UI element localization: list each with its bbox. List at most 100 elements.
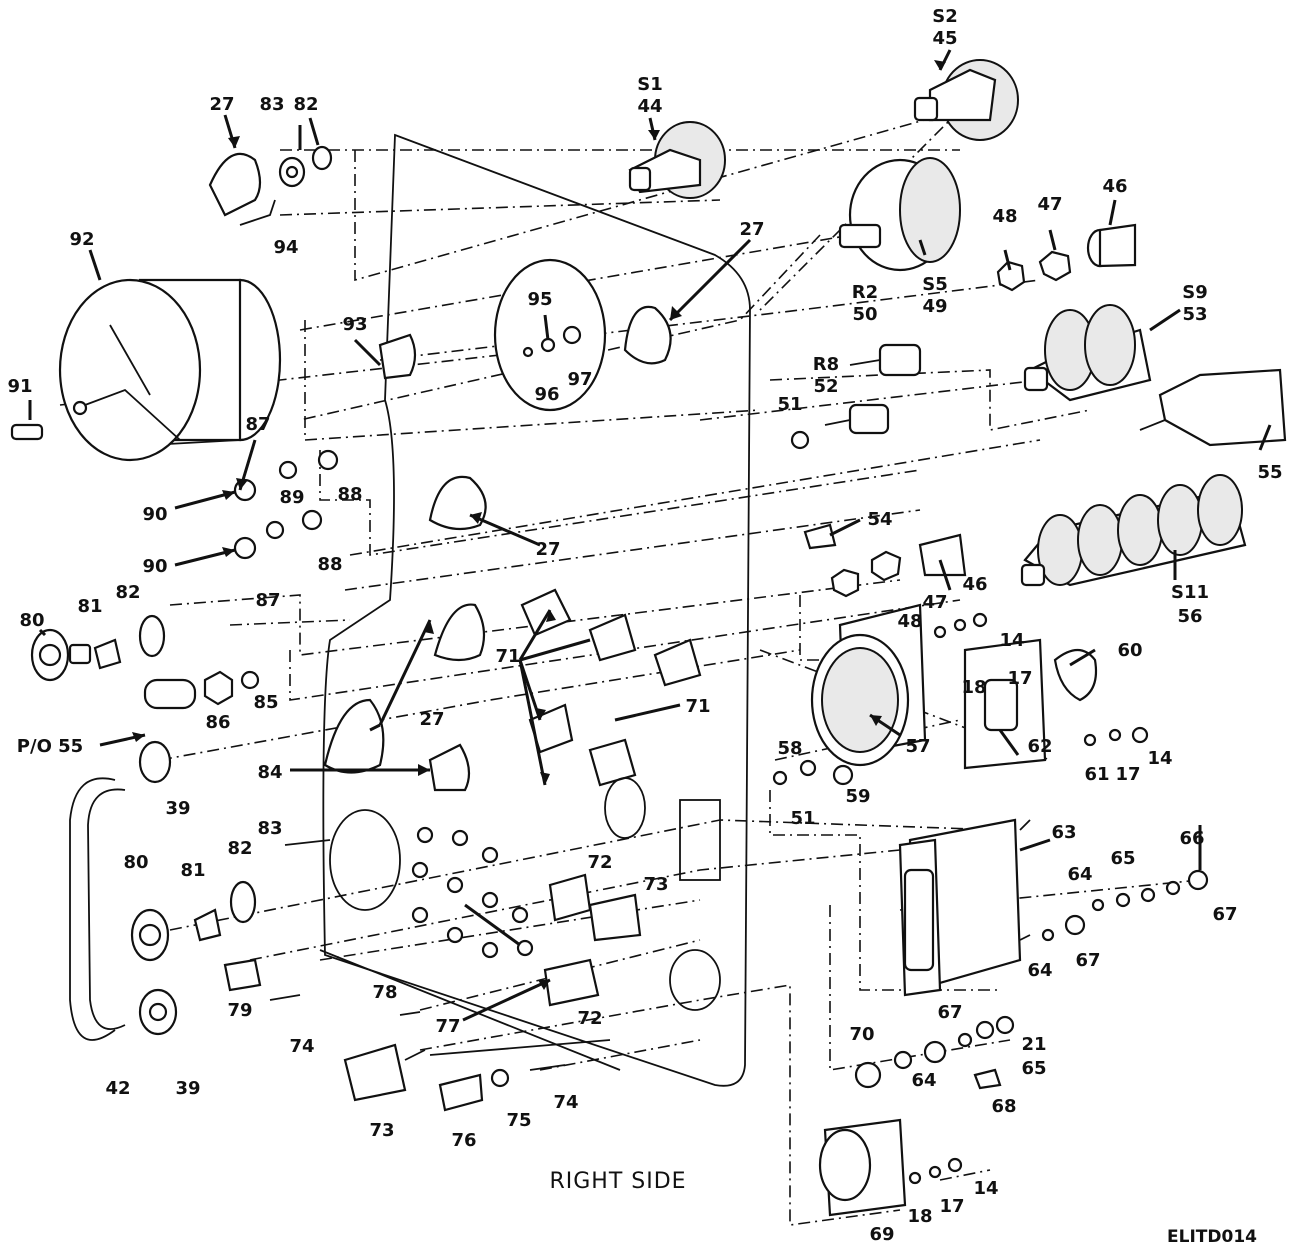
label-71-right: 71 xyxy=(685,696,710,717)
label-95: 95 xyxy=(527,289,552,310)
part-27-knob-mid xyxy=(323,475,487,774)
label-14-lower: 14 xyxy=(973,1178,998,1199)
label-18-lower: 18 xyxy=(907,1206,932,1227)
label-17-lower: 17 xyxy=(939,1196,964,1217)
part-80-81-82-pilot-light-lower xyxy=(130,880,257,962)
label-87-top: 87 xyxy=(245,414,270,435)
label-73-upper: 73 xyxy=(643,874,668,895)
label-39-upper: 39 xyxy=(165,798,190,819)
label-84: 84 xyxy=(257,762,282,783)
label-27-right: 27 xyxy=(739,219,764,240)
label-79: 79 xyxy=(227,1000,252,1021)
label-44: 44 xyxy=(637,96,662,117)
label-83-top: 83 xyxy=(259,94,284,115)
label-58: 58 xyxy=(777,738,802,759)
label-45: 45 xyxy=(932,28,957,49)
part-92-knob-skirt xyxy=(58,278,282,462)
label-77: 77 xyxy=(435,1016,460,1037)
label-s1: S1 xyxy=(637,74,663,95)
label-57: 57 xyxy=(905,736,930,757)
label-47-top: 47 xyxy=(1037,194,1062,215)
label-72-lower: 72 xyxy=(577,1008,602,1029)
part-53-switch-s9 xyxy=(1023,304,1152,402)
label-90-top: 90 xyxy=(142,504,167,525)
label-67-mid: 67 xyxy=(1075,950,1100,971)
part-74-78-screws xyxy=(269,994,566,1071)
part-72-73-capacitors xyxy=(543,873,642,1007)
label-62: 62 xyxy=(1027,736,1052,757)
part-48-47-46-nut-washer-knob xyxy=(996,223,1137,292)
label-78: 78 xyxy=(372,982,397,1003)
label-s5: S5 xyxy=(922,274,948,295)
label-64-lower: 64 xyxy=(911,1070,936,1091)
label-46-top: 46 xyxy=(1102,176,1127,197)
label-83-lower: 83 xyxy=(257,818,282,839)
label-65-lower: 65 xyxy=(1021,1058,1046,1079)
label-82-upper: 82 xyxy=(115,582,140,603)
label-64-upper: 64 xyxy=(1067,864,1092,885)
part-84-socket xyxy=(428,743,471,792)
label-80-upper: 80 xyxy=(19,610,44,631)
label-68: 68 xyxy=(991,1096,1016,1117)
part-70-21-65-68-hardware xyxy=(854,1015,1015,1090)
label-59: 59 xyxy=(845,786,870,807)
chassis-panel xyxy=(322,133,751,1087)
label-93: 93 xyxy=(342,314,367,335)
label-s9: S9 xyxy=(1182,282,1208,303)
label-94: 94 xyxy=(273,237,298,258)
part-61-17-14-hardware xyxy=(1083,726,1149,747)
label-39-lower: 39 xyxy=(175,1078,200,1099)
label-69: 69 xyxy=(869,1224,894,1245)
label-71-left: 71 xyxy=(495,646,520,667)
label-po-55: P/O 55 xyxy=(17,736,83,757)
label-89: 89 xyxy=(279,487,304,508)
label-27-lower: 27 xyxy=(419,709,444,730)
label-67-right: 67 xyxy=(1212,904,1237,925)
label-r8: R8 xyxy=(813,354,839,375)
label-54: 54 xyxy=(867,509,892,530)
leader-arrowheads xyxy=(132,60,946,990)
part-86-85-55-cartridge xyxy=(143,670,260,710)
label-73-lower: 73 xyxy=(369,1120,394,1141)
label-21: 21 xyxy=(1021,1034,1046,1055)
part-socket-field xyxy=(329,777,721,1011)
label-96: 96 xyxy=(534,384,559,405)
part-56-switch-s11 xyxy=(1020,474,1247,587)
label-82-top: 82 xyxy=(293,94,318,115)
label-14-mid: 14 xyxy=(1147,748,1172,769)
part-27-knob-upper xyxy=(208,145,333,226)
label-64-mid: 64 xyxy=(1027,960,1052,981)
label-65-upper: 65 xyxy=(1110,848,1135,869)
label-51-top: 51 xyxy=(777,394,802,415)
label-46-lower: 46 xyxy=(962,574,987,595)
label-56: 56 xyxy=(1177,606,1202,627)
label-85: 85 xyxy=(253,692,278,713)
label-67-lower: 67 xyxy=(937,1002,962,1023)
label-49: 49 xyxy=(922,296,947,317)
part-93-knob xyxy=(378,333,417,380)
part-75-76-fuse xyxy=(438,1068,510,1112)
label-80-lower: 80 xyxy=(123,852,148,873)
label-97: 97 xyxy=(567,369,592,390)
part-69-connector xyxy=(818,1118,963,1217)
label-88-lower: 88 xyxy=(317,554,342,575)
label-53: 53 xyxy=(1182,304,1207,325)
part-79-lamp-holder xyxy=(223,958,262,992)
label-91: 91 xyxy=(7,376,32,397)
label-81-lower: 81 xyxy=(180,860,205,881)
label-27-top: 27 xyxy=(209,94,234,115)
part-49-switch-s5 xyxy=(838,157,961,272)
label-88-upper: 88 xyxy=(337,484,362,505)
part-83-screw-lower xyxy=(284,839,331,846)
label-92: 92 xyxy=(69,229,94,250)
part-14-17-18-hardware-upper xyxy=(933,612,988,639)
label-18-upper: 18 xyxy=(961,677,986,698)
label-50: 50 xyxy=(852,304,877,325)
part-57-connector xyxy=(810,603,927,767)
label-60: 60 xyxy=(1117,640,1142,661)
label-74-upper: 74 xyxy=(289,1036,314,1057)
label-51-lower: 51 xyxy=(790,808,815,829)
label-63: 63 xyxy=(1051,822,1076,843)
label-74-lower: 74 xyxy=(553,1092,578,1113)
